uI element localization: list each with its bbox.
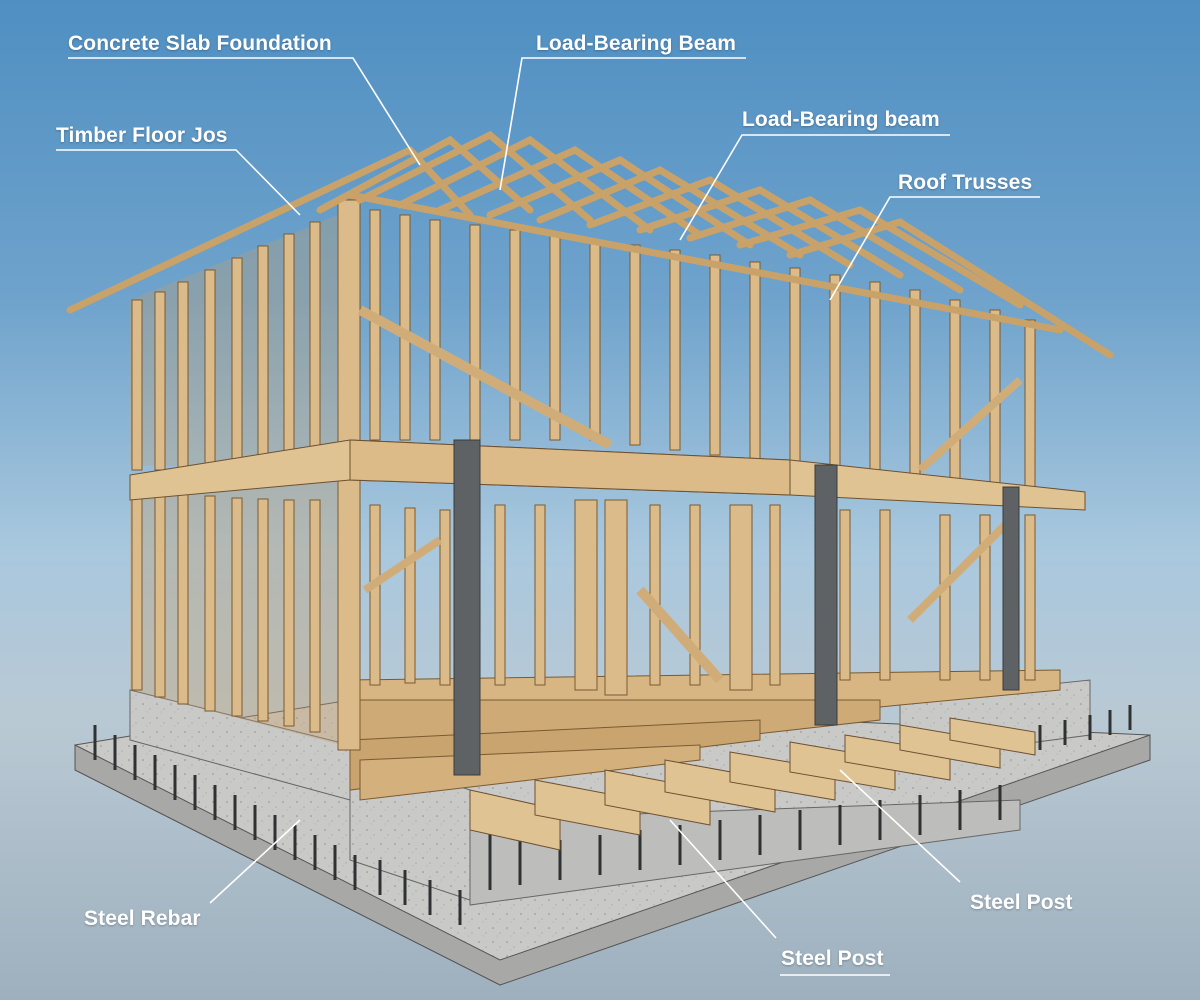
ground-floor-front-wall (362, 499, 1036, 696)
ground-floor-left-wall (130, 479, 361, 751)
label-timber-floor-jos: Timber Floor Jos (56, 124, 228, 147)
label-load-bearing-beam-2: Load-Bearing beam (742, 108, 940, 131)
steel-posts (453, 439, 1020, 776)
steel-rebar-group (93, 705, 1132, 925)
upper-floor-left-wall (130, 199, 361, 471)
label-steel-rebar: Steel Rebar (84, 907, 201, 930)
floor-joists (469, 717, 1036, 851)
steel-post-left (453, 439, 481, 776)
label-concrete-slab-foundation: Concrete Slab Foundation (68, 32, 332, 55)
label-load-bearing-beam-1: Load-Bearing Beam (536, 32, 737, 55)
ground-floor-deck (349, 669, 1061, 801)
steel-post-right (1002, 486, 1020, 691)
steel-post-middle (814, 464, 838, 726)
label-steel-post-1: Steel Post (970, 891, 1073, 914)
label-roof-trusses: Roof Trusses (898, 171, 1033, 194)
label-steel-post-2: Steel Post (781, 947, 884, 970)
leader-lines (56, 57, 1040, 976)
roof-trusses-group (66, 130, 1114, 359)
